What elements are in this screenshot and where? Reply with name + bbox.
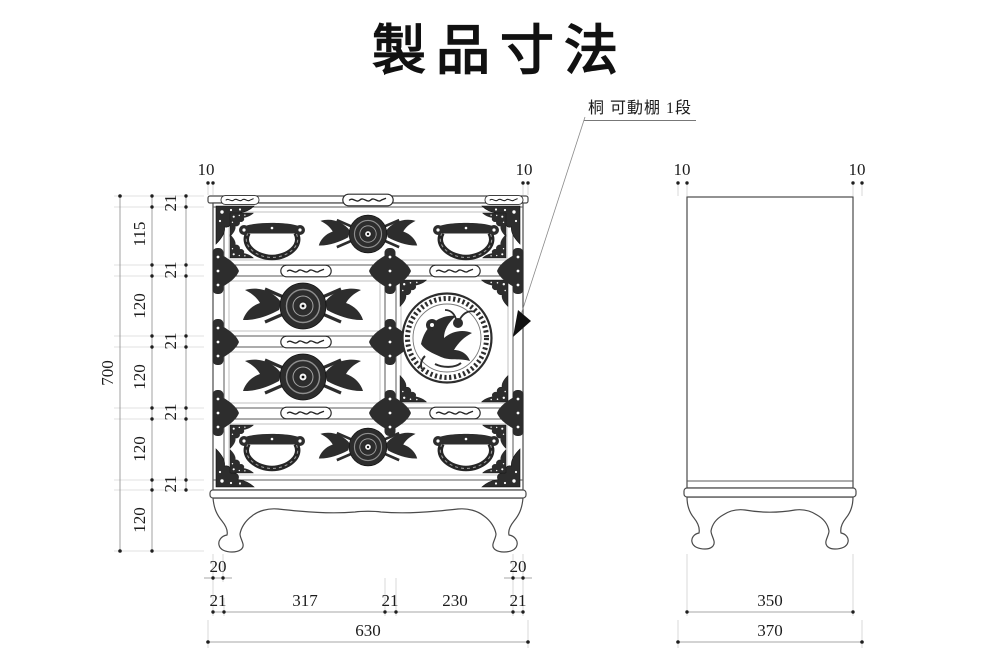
dim-side-overhang-right: 10 — [849, 160, 866, 179]
side-body — [686, 196, 854, 489]
dim-front-frame-0: 21 — [161, 195, 180, 212]
front-height-dimensions: 700 115 120 120 120 120 21 21 21 21 21 — [98, 194, 204, 553]
dim-front-section-0: 115 — [130, 222, 149, 247]
dim-side-total-depth: 370 — [757, 621, 783, 640]
dim-front-width-4: 21 — [510, 591, 527, 610]
side-base-legs — [683, 487, 857, 550]
dim-front-section-4: 120 — [130, 507, 149, 533]
front-view-drawing — [207, 193, 529, 553]
leader-arrowhead-icon — [513, 310, 531, 337]
door-phoenix-medallion — [403, 294, 492, 383]
dim-front-width-0: 21 — [210, 591, 227, 610]
top-overhang-dimensions: 10 10 10 10 — [198, 160, 866, 196]
dim-front-frame-3: 21 — [161, 404, 180, 421]
dim-front-total-width: 630 — [355, 621, 381, 640]
dim-front-overhang-right: 10 — [516, 160, 533, 179]
dim-side-body-depth: 350 — [757, 591, 783, 610]
dim-front-width-3: 230 — [442, 591, 468, 610]
shelf-callout-label: 桐 可動棚 1段 — [584, 94, 697, 121]
front-base-legs — [209, 489, 527, 553]
callout-leader — [513, 116, 586, 337]
dim-front-section-3: 120 — [130, 436, 149, 462]
dim-front-frame-1: 21 — [161, 262, 180, 279]
height-dimension-ticks — [118, 194, 188, 553]
dim-front-width-2: 21 — [382, 591, 399, 610]
height-extension-lines — [114, 195, 204, 552]
dim-front-overhang-left: 10 — [198, 160, 215, 179]
dim-front-leg-inset-right: 20 — [510, 557, 527, 576]
dim-front-section-2: 120 — [130, 364, 149, 390]
dim-side-overhang-left: 10 — [674, 160, 691, 179]
side-view-drawing — [683, 196, 857, 550]
dim-front-width-1: 317 — [292, 591, 318, 610]
dim-front-section-1: 120 — [130, 293, 149, 319]
dim-front-frame-4: 21 — [161, 476, 180, 493]
side-depth-dimensions: 350 370 — [676, 554, 864, 648]
dim-front-leg-inset-left: 20 — [210, 557, 227, 576]
dim-front-frame-2: 21 — [161, 333, 180, 350]
front-width-dimensions: 20 20 21 317 21 230 21 630 — [204, 554, 532, 648]
dim-front-total-height: 700 — [98, 360, 117, 386]
page-title: 製品寸法 — [372, 21, 628, 81]
